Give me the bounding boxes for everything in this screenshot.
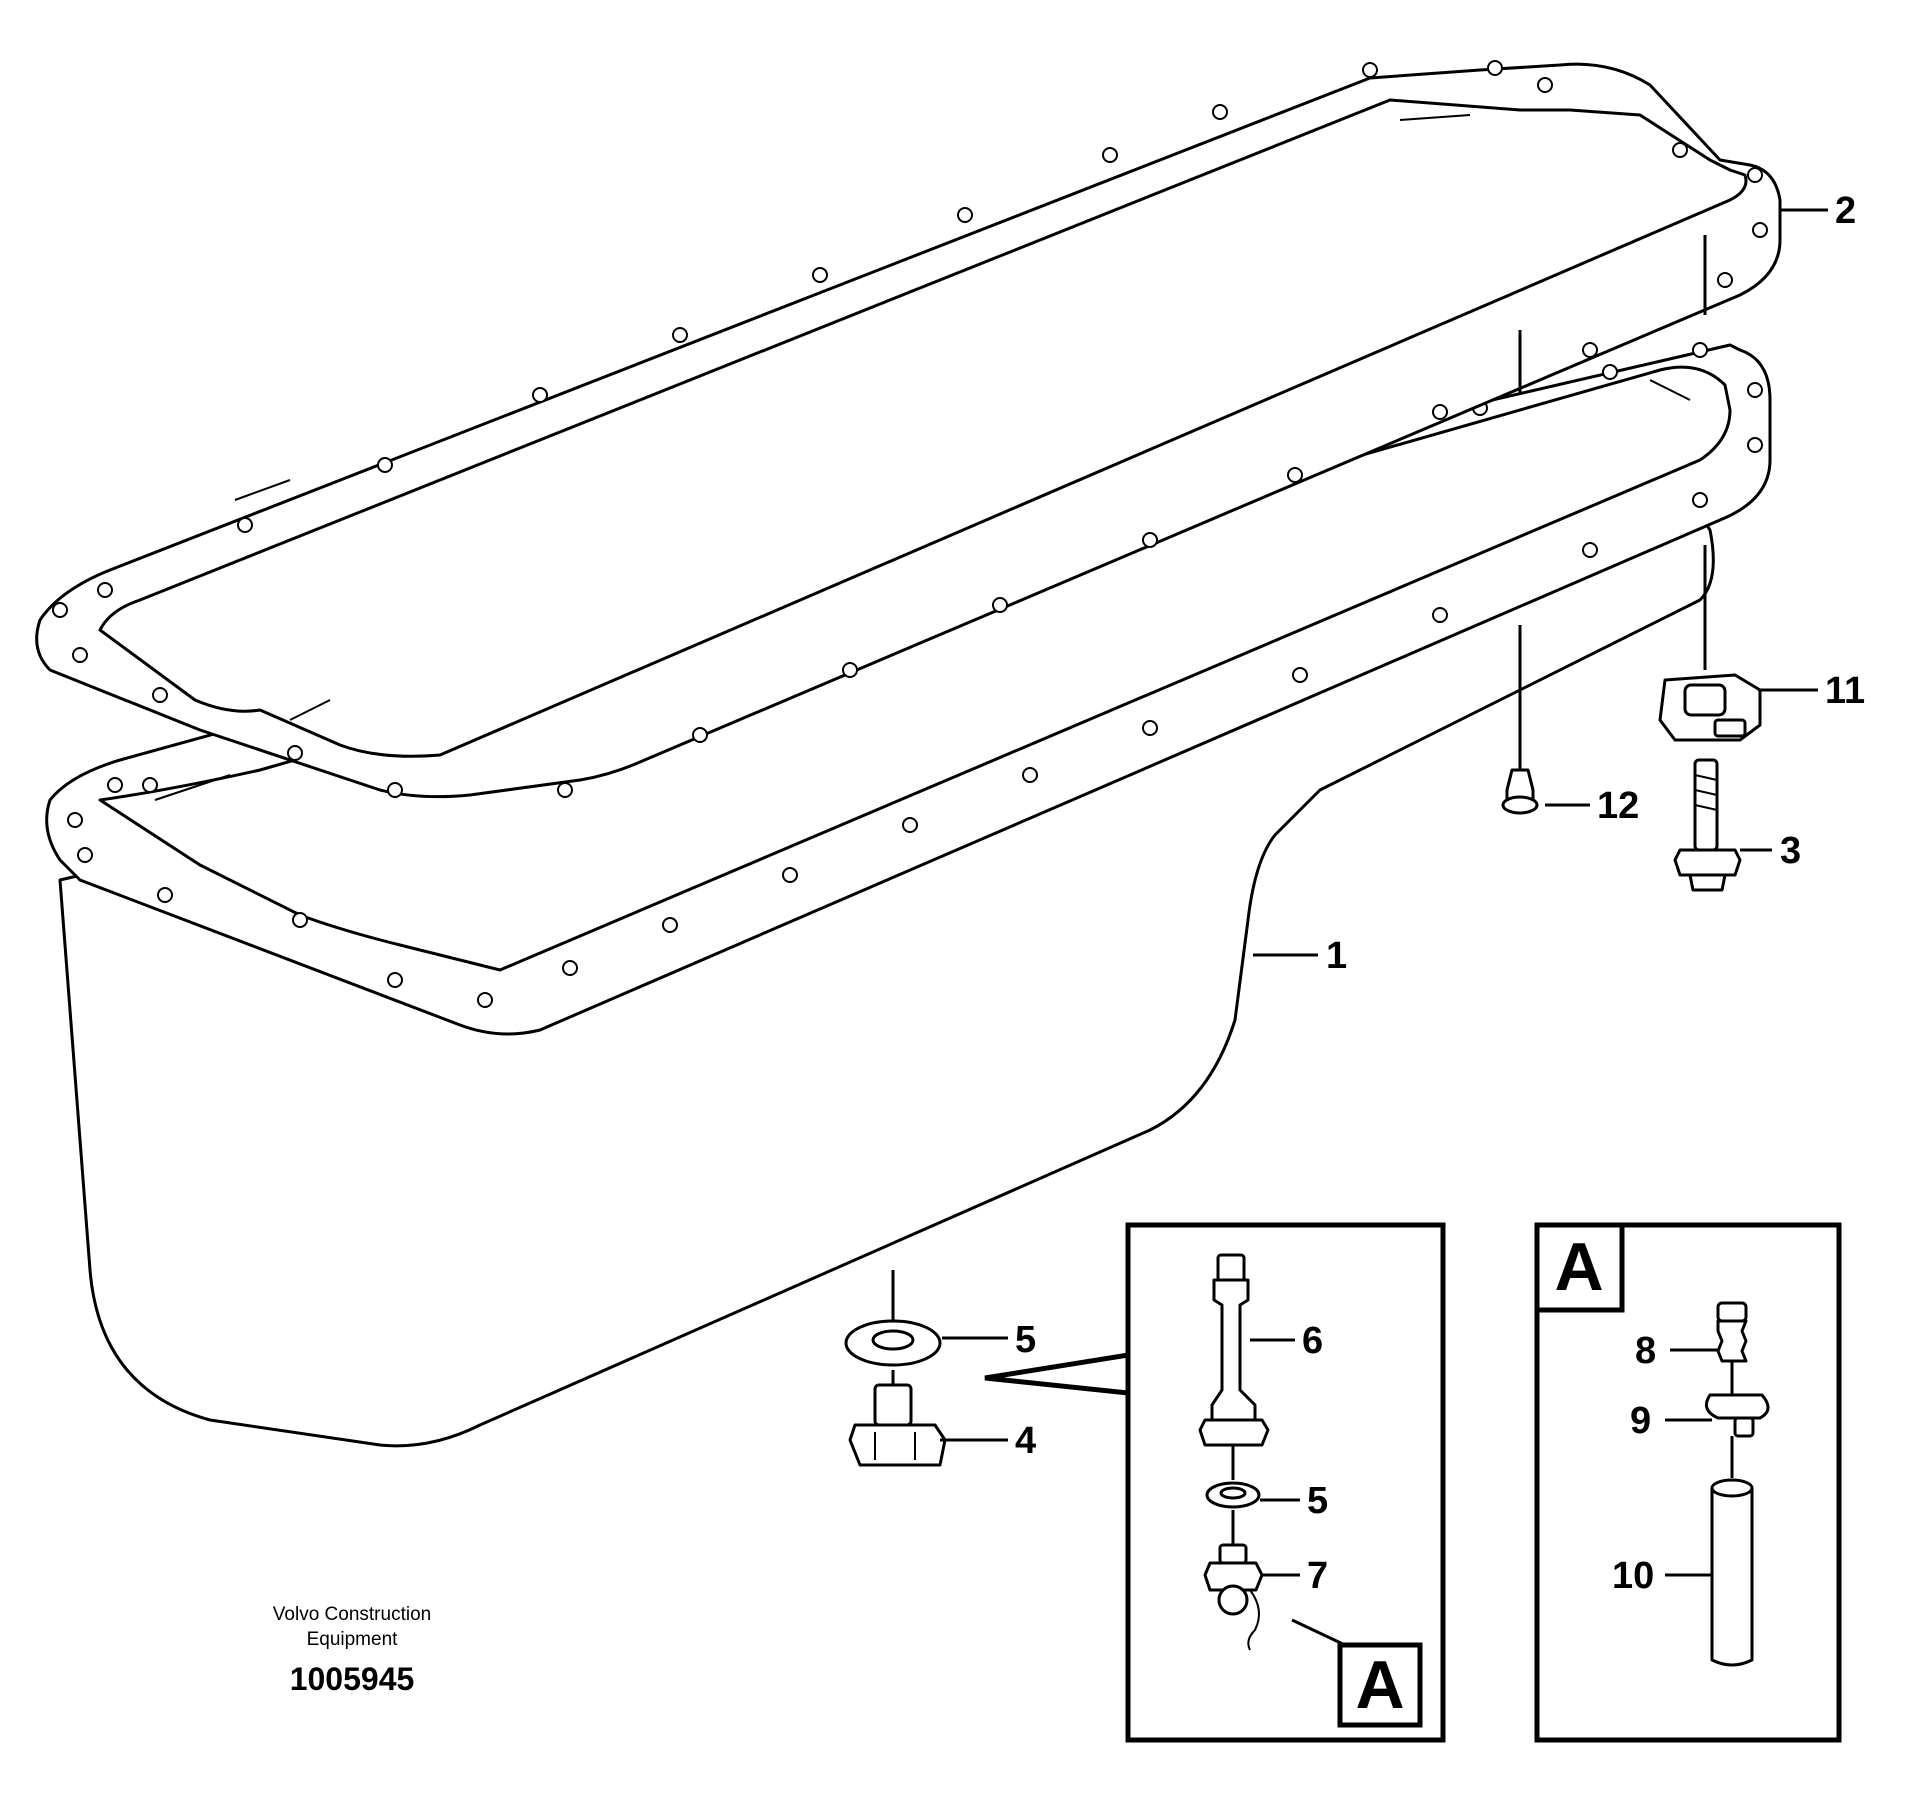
drain-washer — [844, 1319, 942, 1367]
caption-line-1: Volvo Construction — [273, 1604, 431, 1625]
label-part-1: 1 — [1326, 935, 1347, 977]
label-part-7: 7 — [1307, 1555, 1328, 1597]
drain-plug — [848, 1383, 947, 1467]
label-part-3: 3 — [1780, 830, 1801, 872]
assembly-lines — [891, 235, 1707, 1385]
document-number: 1005945 — [290, 1661, 415, 1697]
dowel-pin — [1501, 768, 1539, 815]
detail-box-label-a: A — [1554, 1229, 1603, 1305]
label-part-10: 10 — [1612, 1555, 1654, 1597]
label-part-9: 9 — [1630, 1400, 1651, 1442]
detail-box-a: A — [1534, 1222, 1842, 1743]
gasket — [35, 60, 1782, 799]
label-part-8: 8 — [1635, 1330, 1656, 1372]
label-part-6: 6 — [1302, 1320, 1323, 1362]
label-part-5-detail: 5 — [1307, 1480, 1328, 1522]
label-part-12: 12 — [1597, 785, 1639, 827]
caption: Volvo Construction Equipment 1005945 — [273, 1604, 431, 1697]
label-part-2: 2 — [1835, 190, 1856, 232]
detail-box-drain-valve: A — [984, 1222, 1446, 1743]
flange-bolt — [1673, 758, 1742, 892]
retainer-clip — [1658, 673, 1762, 742]
label-part-4: 4 — [1015, 1420, 1036, 1462]
label-part-5: 5 — [1015, 1319, 1036, 1361]
caption-line-2: Equipment — [307, 1629, 399, 1650]
leader-lines — [940, 208, 1828, 1577]
oil-pan — [45, 294, 1772, 1448]
label-part-11: 11 — [1825, 670, 1865, 712]
detail-ref-label-a: A — [1355, 1647, 1404, 1723]
part-labels: 2 11 12 3 1 5 4 6 5 7 8 9 10 — [1015, 190, 1865, 1597]
